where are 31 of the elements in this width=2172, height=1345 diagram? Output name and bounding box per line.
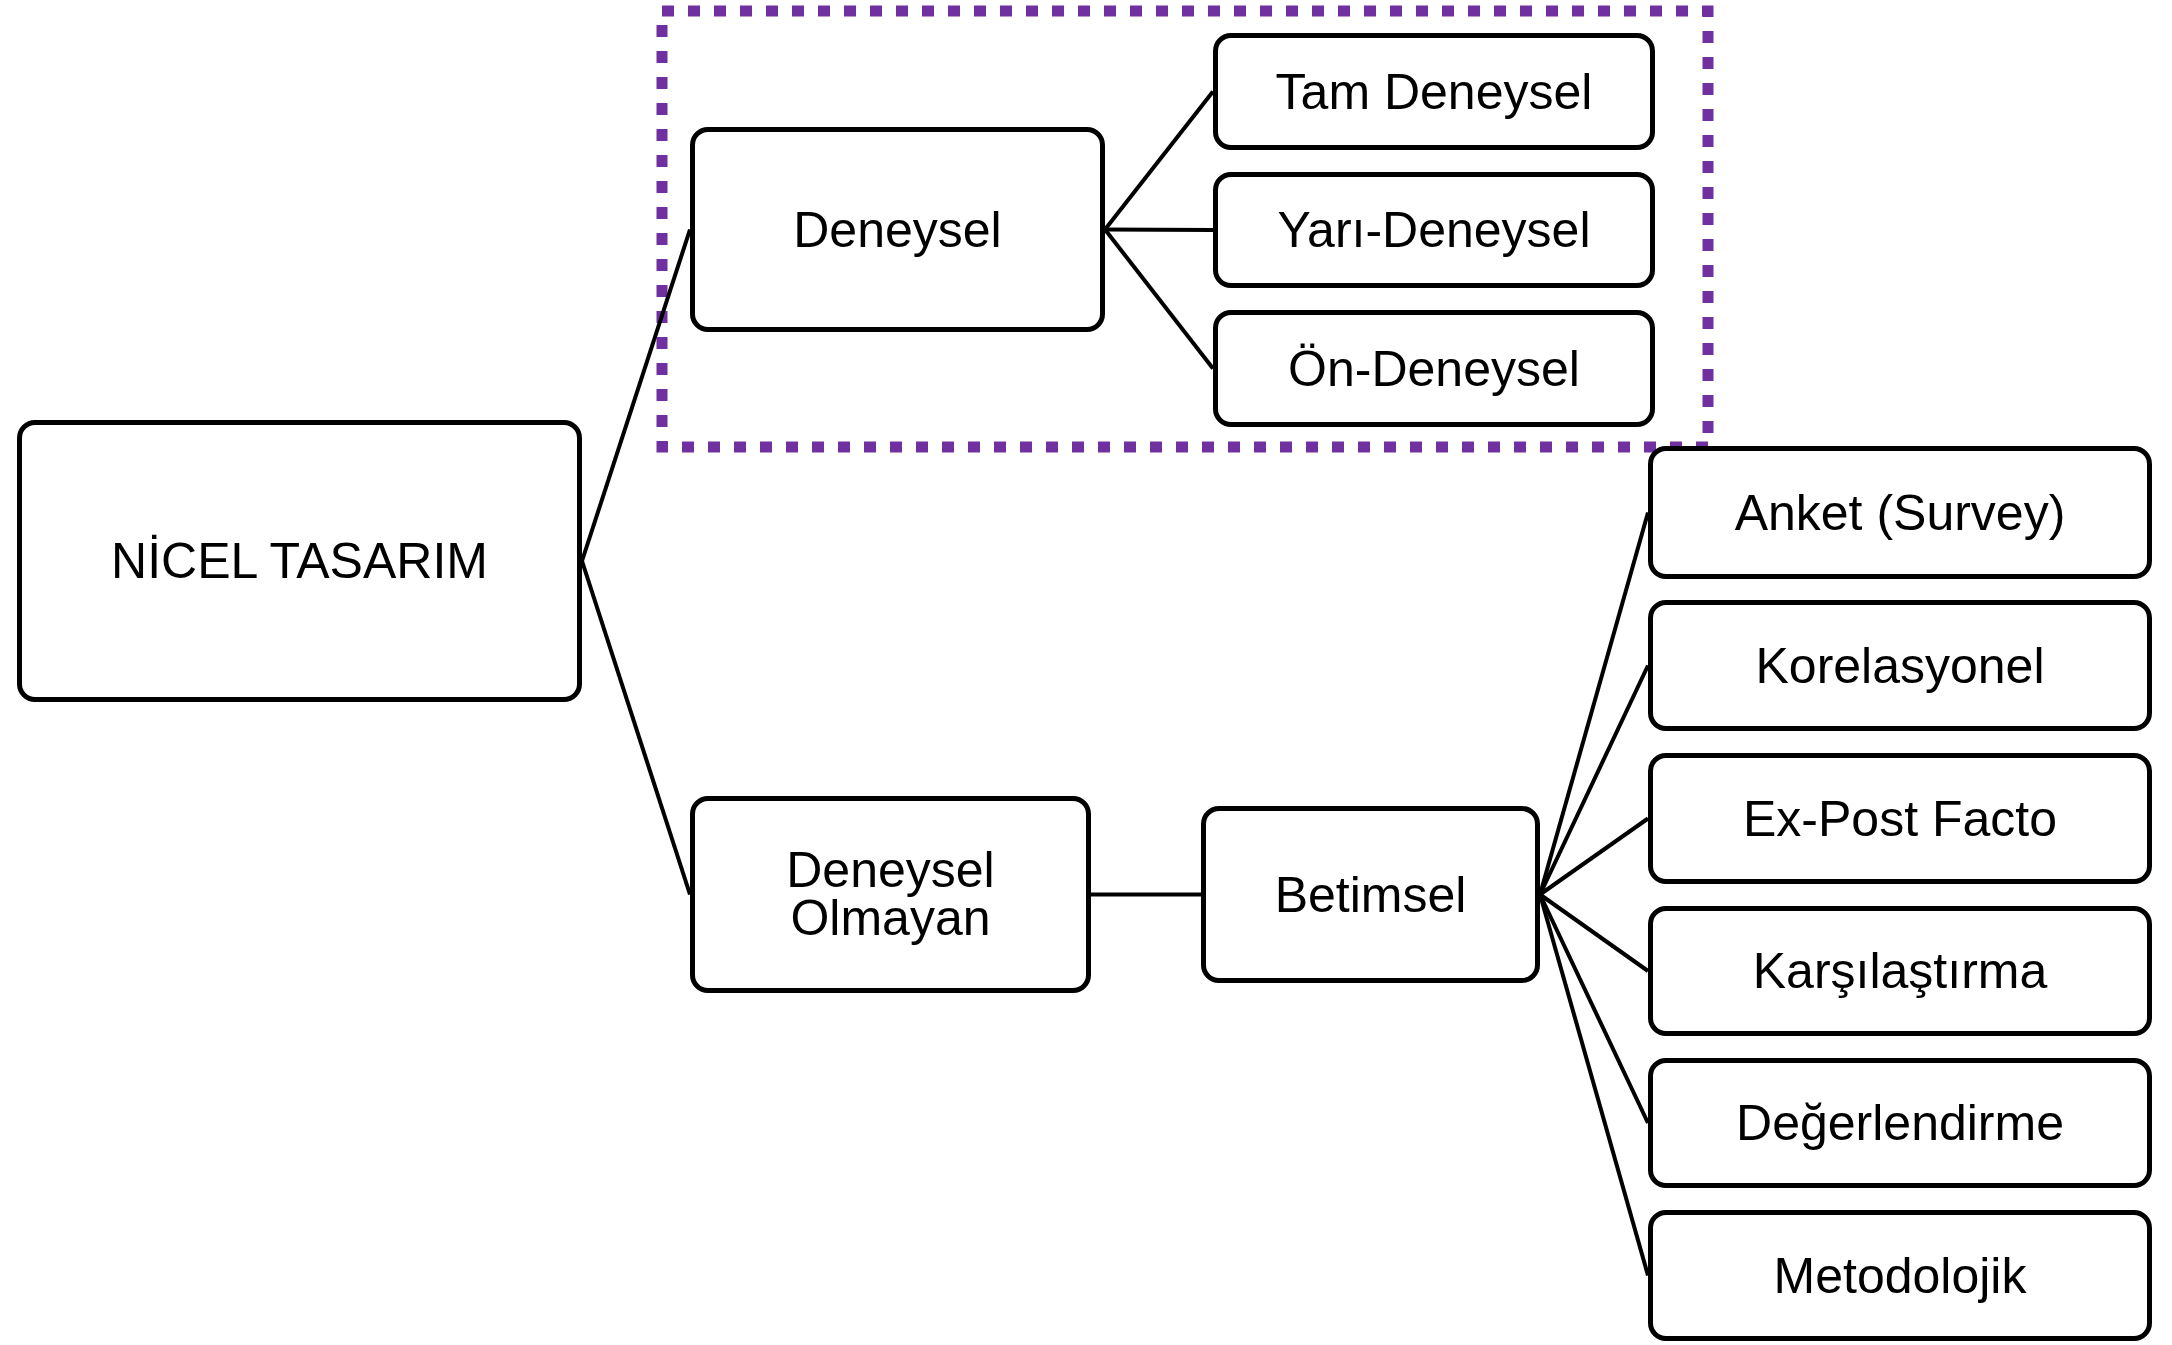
category-box <box>1648 600 2152 731</box>
connector-line <box>1103 228 1215 370</box>
connector-line <box>1091 892 1201 897</box>
connector-line <box>1103 90 1215 231</box>
category-box <box>690 796 1091 993</box>
connector-line <box>1105 227 1213 232</box>
category-box <box>17 420 582 702</box>
connector-line <box>580 228 692 562</box>
node-label: Metodolojik <box>1773 1250 2027 1301</box>
node-label: Anket (Survey) <box>1734 487 2066 538</box>
category-box <box>690 127 1105 332</box>
category-box <box>1648 753 2152 884</box>
category-box <box>1648 1210 2152 1341</box>
category-box <box>1648 1058 2152 1188</box>
category-box <box>1213 172 1655 288</box>
category-box <box>1648 446 2152 579</box>
node-label: Korelasyonel <box>1755 640 2045 691</box>
category-box <box>1201 806 1540 983</box>
node-label: Değerlendirme <box>1736 1098 2064 1148</box>
node-label: Betimsel <box>1274 869 1467 920</box>
node-label: Ön-Deneysel <box>1288 343 1580 394</box>
node-label: NİCEL TASARIM <box>111 536 488 586</box>
category-box <box>1648 906 2152 1036</box>
node-label: Deneysel <box>793 204 1002 255</box>
category-box <box>1213 33 1655 150</box>
node-label: Yarı-Deneysel <box>1277 205 1591 255</box>
node-label: Tam Deneysel <box>1275 66 1593 117</box>
connector-line <box>580 560 692 896</box>
node-label: Ex-Post Facto <box>1743 793 2057 844</box>
node-label: Karşılaştırma <box>1752 946 2048 996</box>
category-box <box>1213 310 1655 427</box>
